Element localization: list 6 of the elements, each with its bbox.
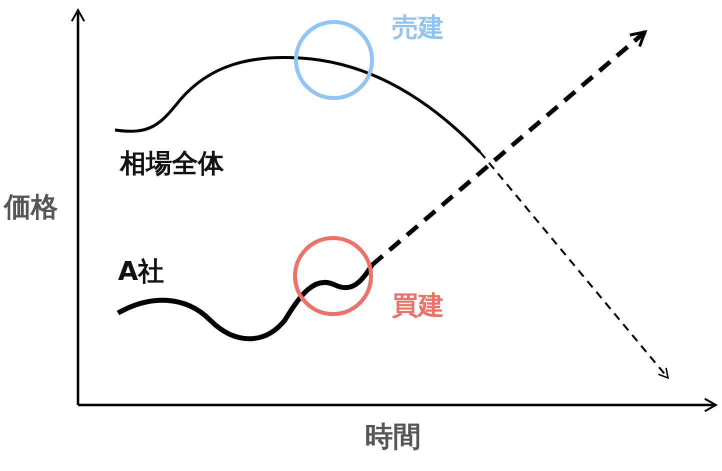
annotation-label: 売建 [392,14,444,43]
curve-label: 相場全体 [120,150,224,179]
axis-label: 価格 [4,193,58,223]
axis-label: 時間 [365,422,421,453]
curve-label: A社 [118,258,164,287]
annotation-label: 買建 [392,292,444,321]
